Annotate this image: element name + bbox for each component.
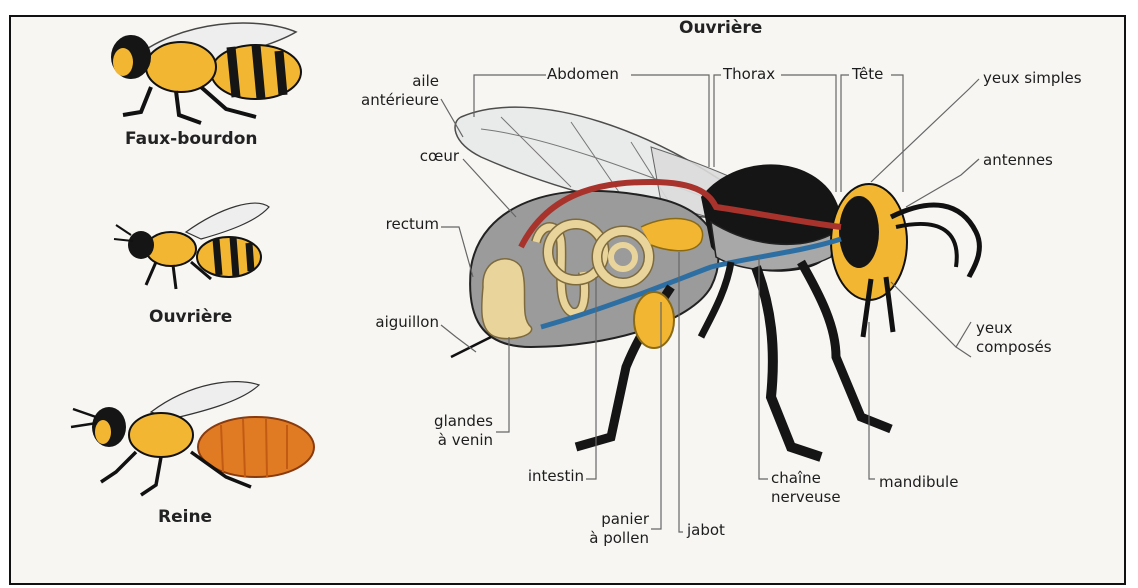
label-panier-a-pollen: panier à pollen [571,510,649,548]
label-aile-anterieure: aile antérieure [331,72,439,110]
label-jabot: jabot [687,521,725,540]
label-thorax: Thorax [723,65,775,84]
diagram-title: Ouvrière [679,18,762,38]
diagram-frame: Ouvrière Faux-bourdon Ouvrière Reine Abd… [9,15,1126,585]
label-antennes: antennes [983,151,1053,170]
main-bee-illustration [451,107,979,457]
label-intestin: intestin [506,467,584,486]
caption-reine: Reine [158,507,212,527]
label-yeux-composes: yeux composés [976,319,1052,357]
label-rectum: rectum [341,215,439,234]
drone-bee-icon [111,23,301,123]
label-mandibule: mandibule [879,473,958,492]
label-glandes-a-venin: glandes à venin [411,412,493,450]
label-coeur: cœur [371,147,459,166]
label-yeux-simples: yeux simples [983,69,1082,88]
label-tete: Tête [852,65,883,84]
caption-ouvriere: Ouvrière [149,307,232,327]
caption-faux-bourdon: Faux-bourdon [125,129,258,149]
diagram-artwork [11,17,1126,585]
queen-bee-icon [71,382,314,495]
worker-bee-icon [114,203,269,289]
label-aiguillon: aiguillon [329,313,439,332]
label-chaine-nerveuse: chaîne nerveuse [771,469,841,507]
label-abdomen: Abdomen [547,65,619,84]
